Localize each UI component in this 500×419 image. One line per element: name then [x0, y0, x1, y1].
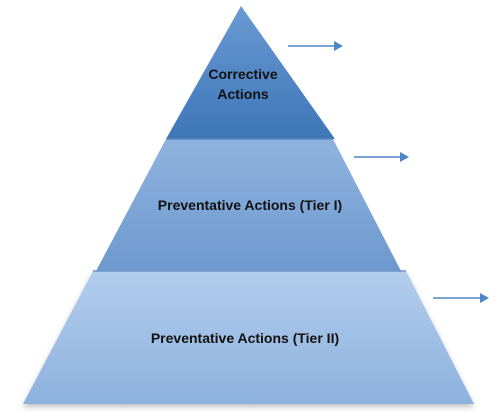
tier-label-preventative-tier-1: Preventative Actions (Tier I) [157, 197, 343, 213]
arrow-right-icon [433, 293, 489, 303]
arrow-right-icon [288, 41, 343, 51]
pyramid-tier-bottom [23, 271, 474, 404]
pyramid-tier-top [166, 6, 335, 139]
arrow-right-icon [354, 152, 409, 162]
tier-label-corrective-actions: Corrective Actions [208, 66, 278, 102]
pyramid-tier-middle [96, 139, 401, 271]
tier-label-preventative-tier-2: Preventative Actions (Tier II) [150, 330, 340, 346]
